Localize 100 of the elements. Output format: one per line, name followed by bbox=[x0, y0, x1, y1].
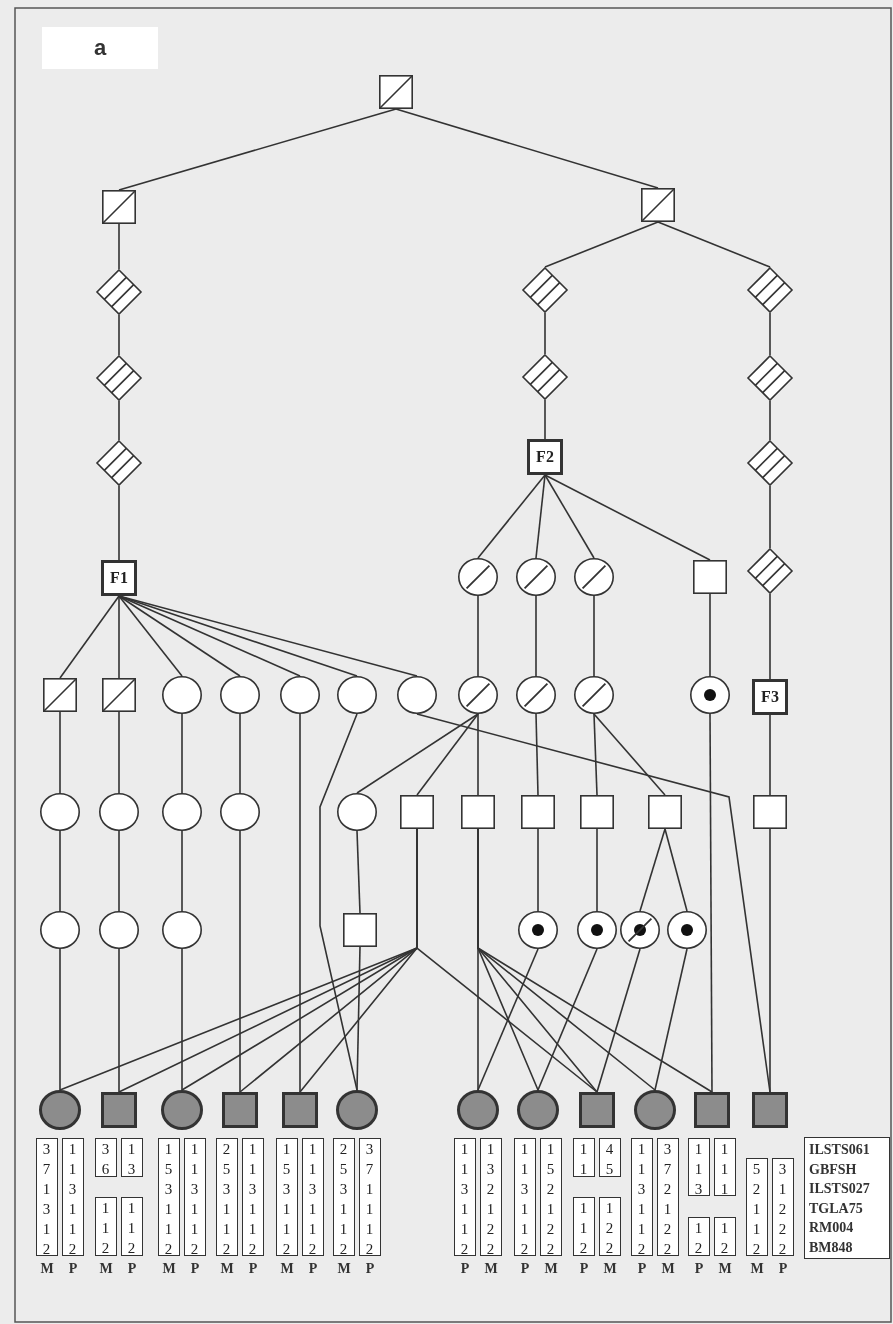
pedigree-line bbox=[535, 474, 546, 559]
allele-column: 4 5 bbox=[598, 1138, 621, 1177]
pedigree-line bbox=[356, 830, 361, 914]
slashed-square-symbol bbox=[102, 678, 136, 712]
pedigree-line bbox=[477, 595, 479, 677]
origin-letter: M bbox=[749, 1260, 765, 1277]
origin-letter: P bbox=[307, 1260, 319, 1277]
circle-symbol bbox=[221, 793, 259, 831]
founder-square: F2 bbox=[527, 439, 563, 475]
marker-name: ILSTS027 bbox=[809, 1180, 871, 1198]
pedigree-line bbox=[535, 713, 539, 796]
allele-column: 1 5 3 1 1 2 bbox=[275, 1138, 298, 1256]
origin-letter: P bbox=[364, 1260, 376, 1277]
allele-column: 1 1 2 bbox=[572, 1197, 595, 1256]
circle-symbol bbox=[41, 793, 79, 831]
origin-letter: M bbox=[602, 1260, 618, 1277]
allele-column: 1 1 3 1 1 2 bbox=[630, 1138, 653, 1256]
allele-column: 1 1 bbox=[572, 1138, 595, 1177]
origin-letter: M bbox=[39, 1260, 55, 1277]
pedigree-line bbox=[544, 474, 595, 559]
marker-name: ILSTS061 bbox=[809, 1141, 871, 1159]
pedigree-line bbox=[59, 595, 120, 679]
allele-column: 2 5 3 1 1 2 bbox=[215, 1138, 238, 1256]
origin-letter: M bbox=[98, 1260, 114, 1277]
marker-name: TGLA75 bbox=[809, 1199, 864, 1218]
allele-column: 1 3 bbox=[120, 1138, 143, 1177]
pedigree-line bbox=[654, 948, 688, 1091]
pedigree-line bbox=[59, 830, 61, 912]
marker-list-box bbox=[804, 1137, 890, 1259]
hatched-diamond-symbol bbox=[747, 440, 793, 486]
allele-column: 5 2 1 1 2 bbox=[745, 1157, 768, 1256]
allele-column: 1 5 2 1 2 2 bbox=[539, 1138, 562, 1256]
pedigree-line bbox=[769, 312, 771, 356]
square-symbol bbox=[580, 795, 614, 829]
founder-square: F3 bbox=[752, 679, 788, 715]
pedigree-line bbox=[477, 474, 546, 559]
pedigree-line bbox=[118, 314, 120, 356]
origin-letter: P bbox=[67, 1260, 79, 1277]
pedigree-line bbox=[769, 593, 771, 680]
marker-name: GBFSH bbox=[809, 1160, 858, 1179]
pedigree-line bbox=[639, 828, 666, 912]
allele-column: 1 2 2 bbox=[598, 1197, 621, 1256]
allele-column: 3 7 1 1 1 2 bbox=[358, 1138, 381, 1256]
circle-symbol bbox=[163, 911, 201, 949]
marker-name: BM848 bbox=[809, 1238, 854, 1257]
slashed-square-symbol bbox=[43, 678, 77, 712]
slashed-square-symbol bbox=[379, 75, 413, 109]
origin-letter: P bbox=[693, 1260, 705, 1277]
pedigree-line bbox=[118, 595, 241, 677]
marker-name: RM004 bbox=[809, 1219, 855, 1237]
pedigree-line bbox=[395, 108, 659, 189]
origin-letter: M bbox=[483, 1260, 499, 1277]
allele-column: 2 5 3 1 1 2 bbox=[332, 1138, 355, 1256]
pedigree-line bbox=[544, 312, 546, 355]
origin-letter: P bbox=[459, 1260, 471, 1277]
circle-symbol bbox=[338, 793, 376, 831]
circle-symbol bbox=[41, 911, 79, 949]
allele-column: 1 1 2 bbox=[94, 1197, 117, 1256]
pedigree-line bbox=[118, 595, 120, 679]
slashed-circle-symbol bbox=[459, 558, 497, 596]
pedigree-line bbox=[181, 830, 183, 912]
slashed-circle-symbol bbox=[459, 676, 497, 714]
allele-column: 1 5 3 1 1 2 bbox=[157, 1138, 180, 1256]
pedigree-line bbox=[181, 713, 183, 794]
pedigree-line bbox=[769, 400, 771, 441]
origin-letter: M bbox=[336, 1260, 352, 1277]
circle-symbol bbox=[100, 911, 138, 949]
pedigree-line bbox=[477, 713, 479, 796]
filled-circle-symbol bbox=[337, 1090, 377, 1130]
allele-column: 1 1 3 bbox=[687, 1138, 710, 1197]
pedigree-line bbox=[118, 108, 397, 191]
filled-circle-symbol bbox=[635, 1090, 675, 1130]
dotted-circle-symbol bbox=[578, 911, 616, 949]
square-symbol bbox=[648, 795, 682, 829]
pedigree-line bbox=[593, 595, 595, 677]
pedigree-line bbox=[593, 713, 598, 796]
pedigree-line bbox=[118, 948, 120, 1093]
pedigree-line bbox=[118, 400, 120, 441]
slashed-circle-symbol bbox=[575, 558, 613, 596]
pedigree-line bbox=[544, 474, 711, 561]
origin-letter: M bbox=[279, 1260, 295, 1277]
pedigree-line bbox=[118, 223, 120, 270]
origin-letter: P bbox=[636, 1260, 648, 1277]
filled-circle-symbol bbox=[40, 1090, 80, 1130]
filled-square-symbol bbox=[101, 1092, 137, 1128]
pedigree-line bbox=[416, 828, 598, 1093]
dotted-slashed-circle-symbol bbox=[621, 911, 659, 949]
origin-letter: P bbox=[126, 1260, 138, 1277]
square-symbol bbox=[461, 795, 495, 829]
filled-square-symbol bbox=[222, 1092, 258, 1128]
dotted-circle-symbol bbox=[668, 911, 706, 949]
pedigree-line bbox=[593, 713, 666, 796]
pedigree-line bbox=[118, 485, 120, 561]
pedigree-line bbox=[664, 828, 688, 912]
filled-circle-symbol bbox=[162, 1090, 202, 1130]
hatched-diamond-symbol bbox=[747, 548, 793, 594]
slashed-circle-symbol bbox=[517, 558, 555, 596]
hatched-diamond-symbol bbox=[522, 354, 568, 400]
hatched-diamond-symbol bbox=[747, 267, 793, 313]
hatched-diamond-symbol bbox=[96, 440, 142, 486]
